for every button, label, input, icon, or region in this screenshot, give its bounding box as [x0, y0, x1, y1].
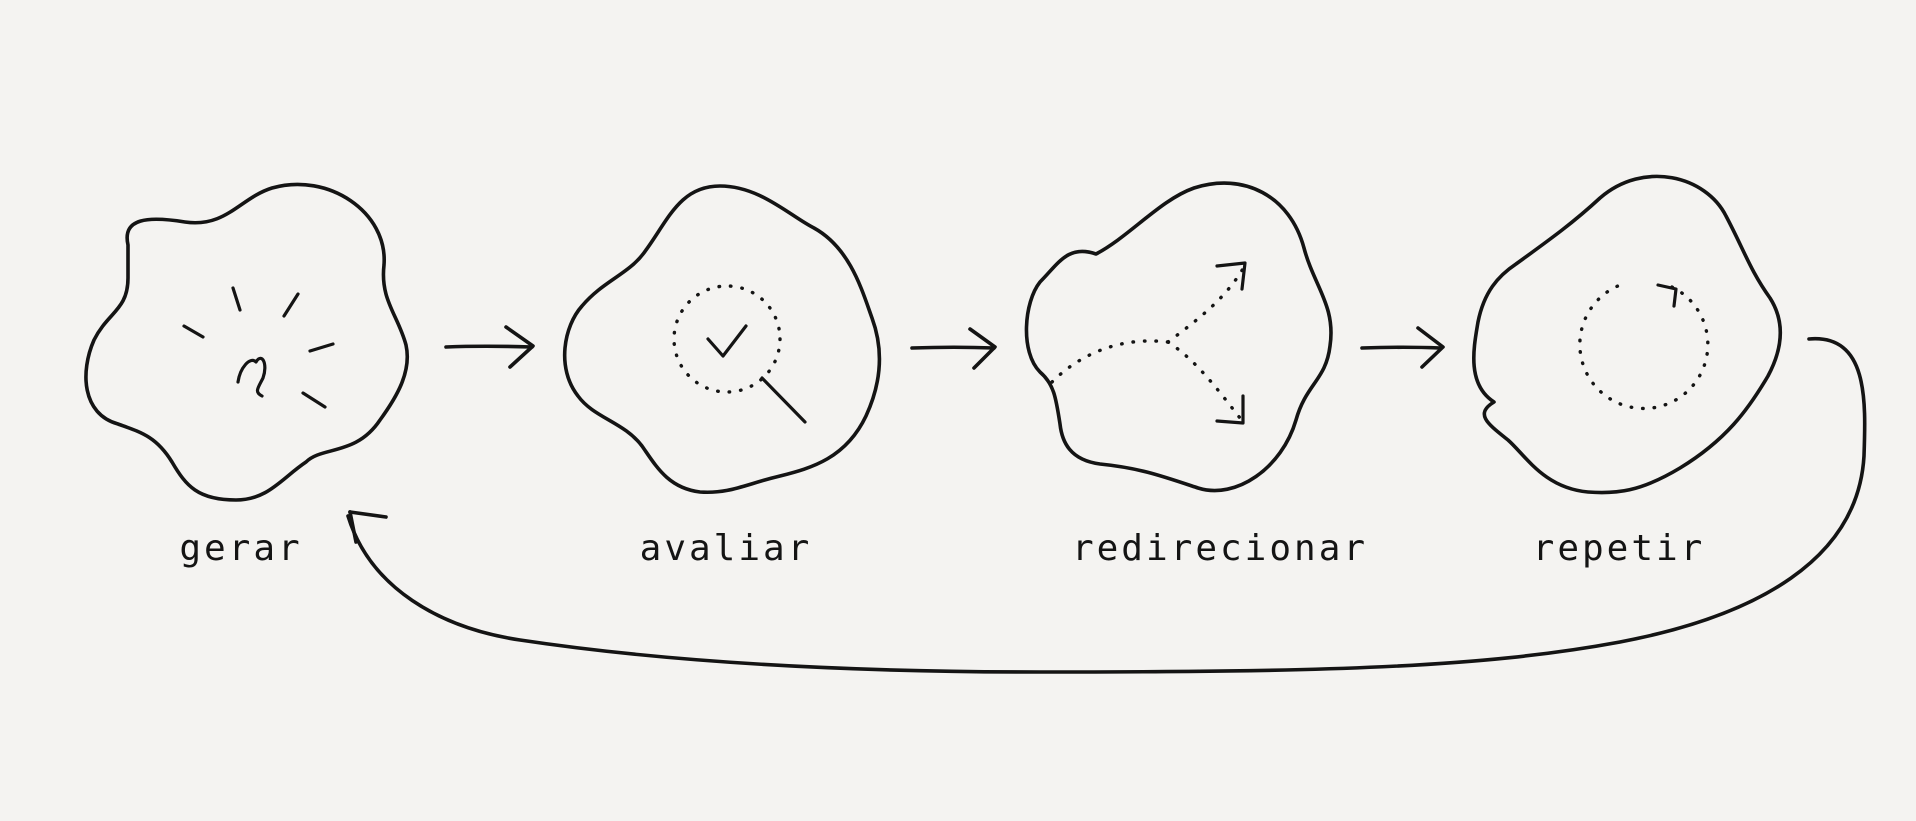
arrow-avaliar-to-redirecionar	[910, 327, 997, 370]
step-redirecionar: redirecionar	[1024, 181, 1368, 569]
sparkle-idea-icon	[182, 286, 335, 409]
magnifier-check-icon	[672, 284, 807, 424]
step-gerar: gerar	[84, 182, 409, 569]
blob-redirecionar	[1024, 181, 1333, 493]
blob-repetir	[1472, 174, 1783, 495]
label-avaliar: avaliar	[640, 528, 813, 569]
step-repetir: repetir	[1472, 174, 1783, 569]
cycle-arrow-icon	[1578, 281, 1710, 411]
return-loop-arrow	[346, 337, 1867, 674]
blob-gerar	[84, 182, 409, 502]
arrow-gerar-to-avaliar	[444, 325, 535, 369]
label-gerar: gerar	[179, 528, 302, 569]
arrow-redirecionar-to-repetir	[1360, 326, 1445, 369]
label-repetir: repetir	[1533, 528, 1706, 569]
blob-avaliar	[562, 184, 882, 495]
branching-arrows-icon	[1050, 261, 1247, 425]
label-redirecionar: redirecionar	[1072, 528, 1368, 569]
step-avaliar: avaliar	[562, 184, 882, 569]
